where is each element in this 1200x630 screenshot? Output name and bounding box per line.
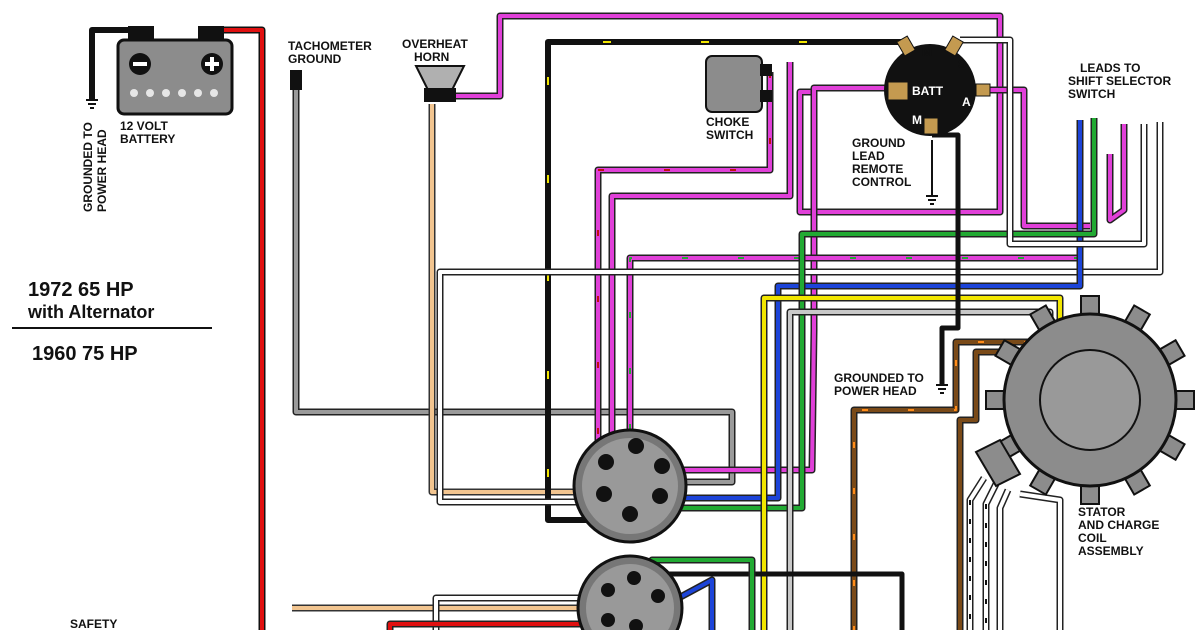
ignition-terminal-a: A bbox=[962, 95, 971, 109]
label-grounded-mid-2: POWER HEAD bbox=[834, 384, 917, 398]
ignition-terminal-m-top: M bbox=[922, 45, 932, 59]
tan-horn-wire bbox=[428, 104, 610, 496]
battery bbox=[116, 26, 234, 116]
purple-choke-wire-2-fill bbox=[610, 62, 792, 490]
purple-ignition-wire-fill bbox=[990, 88, 1090, 228]
ignition-terminal-batt: BATT bbox=[912, 84, 944, 98]
label-stator-3: COIL bbox=[1078, 531, 1107, 545]
label-grounded-power-head-2: POWER HEAD bbox=[95, 129, 109, 212]
purple-shift-lead-fill bbox=[1108, 124, 1126, 222]
label-horn-1: OVERHEAT bbox=[402, 37, 468, 51]
stator-center bbox=[1039, 349, 1141, 451]
label-horn-2: HORN bbox=[414, 50, 449, 64]
label-grounded-mid-1: GROUNDED TO bbox=[834, 371, 924, 385]
green-shift-wire-fill bbox=[660, 118, 1096, 510]
black-ignition-ground-wire bbox=[932, 132, 961, 385]
purple-ignition-wire bbox=[990, 86, 1090, 230]
gray-tach-ground-wire-fill bbox=[294, 88, 734, 484]
purple-shift-lead bbox=[1106, 124, 1128, 224]
label-ground-lead-1: GROUND bbox=[852, 136, 906, 150]
battery-cell-caps bbox=[130, 89, 218, 97]
white-bottom-wire-fill bbox=[434, 596, 600, 630]
labels: GROUNDED TO POWER HEAD 12 VOLT BATTERY T… bbox=[12, 37, 1171, 630]
red-battery-positive-wire bbox=[209, 26, 266, 630]
label-stator-1: STATOR bbox=[1078, 505, 1126, 519]
stator-assembly bbox=[974, 295, 1195, 505]
yellow-stator-wire-fill bbox=[762, 296, 1062, 630]
white-shift-lead-2-fill bbox=[960, 38, 1146, 246]
red-battery-positive-wire-fill bbox=[211, 28, 264, 630]
terminal-block-lower bbox=[576, 554, 684, 630]
purple-horn-wire-fill bbox=[452, 14, 1002, 214]
label-tach-2: GROUND bbox=[288, 52, 342, 66]
ignition-terminal-m-bottom: M bbox=[912, 113, 922, 127]
ignition-terminal-s: S bbox=[958, 57, 966, 71]
red-bottom-wire-fill bbox=[388, 622, 600, 630]
choke-switch bbox=[705, 55, 772, 113]
stator-striped-leads bbox=[966, 476, 1064, 630]
ground-symbol-battery bbox=[86, 99, 98, 109]
purple-green-tracer bbox=[629, 257, 1080, 470]
label-leads-2: SHIFT SELECTOR bbox=[1068, 74, 1171, 88]
label-ground-lead-3: REMOTE bbox=[852, 162, 903, 176]
label-ground-lead-4: CONTROL bbox=[852, 175, 911, 189]
tan-horn-wire-fill bbox=[430, 104, 610, 494]
label-battery-1: 12 VOLT bbox=[120, 119, 168, 133]
label-ground-lead-2: LEAD bbox=[852, 149, 885, 163]
label-title-line3: 1960 75 HP bbox=[32, 343, 138, 365]
brown-orange-tracer bbox=[853, 341, 1030, 630]
label-battery-2: BATTERY bbox=[120, 132, 175, 146]
label-grounded-power-head-1: GROUNDED TO bbox=[81, 122, 95, 212]
gray-tach-ground-wire bbox=[292, 88, 736, 486]
white-shift-wire-fill bbox=[438, 122, 1162, 504]
tachometer-ground-connector bbox=[290, 70, 302, 90]
label-stator-4: ASSEMBLY bbox=[1078, 544, 1144, 558]
label-leads-1: LEADS TO bbox=[1080, 61, 1140, 75]
black-bottom-wire bbox=[660, 571, 905, 630]
ignition-switch bbox=[884, 35, 991, 136]
label-stator-2: AND CHARGE bbox=[1078, 518, 1159, 532]
purple-choke-wire-1-fill bbox=[596, 72, 772, 478]
ground-symbol-ignition bbox=[926, 140, 938, 205]
terminal-block-upper bbox=[572, 428, 688, 544]
overheat-horn bbox=[414, 65, 466, 102]
ground-symbol-power-head bbox=[936, 384, 948, 394]
label-choke-2: SWITCH bbox=[706, 128, 753, 142]
label-title-line2: with Alternator bbox=[27, 302, 154, 322]
label-tach-1: TACHOMETER bbox=[288, 39, 372, 53]
label-choke-1: CHOKE bbox=[706, 115, 749, 129]
battery-body bbox=[116, 38, 234, 116]
black-main-wire-dashes bbox=[547, 41, 905, 521]
label-safety: SAFETY bbox=[70, 617, 117, 630]
label-title-line1: 1972 65 HP bbox=[28, 279, 134, 301]
label-leads-3: SWITCH bbox=[1068, 87, 1115, 101]
